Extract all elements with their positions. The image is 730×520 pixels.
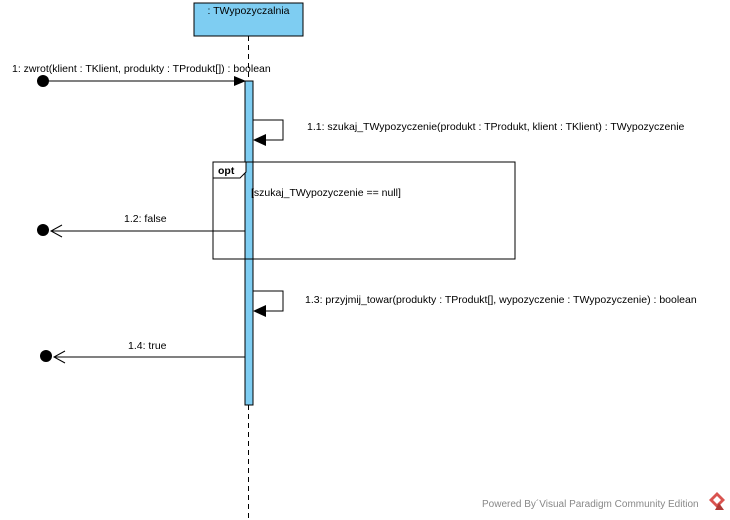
activation-bar[interactable]	[244, 80, 254, 406]
message-1-3[interactable]	[253, 290, 284, 317]
message-1-3-label: 1.3: przyjmij_towar(produkty : TProdukt[…	[305, 294, 697, 306]
lifeline-name: : TWypozyczalnia	[208, 5, 290, 17]
message-1-1-label: 1.1: szukaj_TWypozyczenie(produkt : TPro…	[307, 121, 685, 133]
message-1-1[interactable]	[253, 119, 284, 146]
watermark-text: Powered By´Visual Paradigm Community Edi…	[482, 498, 699, 510]
message-1-2-label: 1.2: false	[124, 213, 167, 225]
message-1-4-label: 1.4: true	[128, 340, 167, 352]
message-1-2[interactable]	[37, 224, 245, 238]
message-1[interactable]	[37, 75, 246, 87]
visual-paradigm-logo-icon	[709, 492, 725, 510]
message-1-4[interactable]	[40, 350, 245, 364]
fragment-guard: [szukaj_TWypozyczenie == null]	[251, 187, 401, 199]
lifeline-twypozyczalnia[interactable]: : TWypozyczalnia	[193, 2, 304, 37]
opt-fragment[interactable]: opt	[212, 161, 516, 260]
fragment-operator: opt	[218, 165, 235, 177]
message-1-label: 1: zwrot(klient : TKlient, produkty : TP…	[12, 63, 271, 75]
